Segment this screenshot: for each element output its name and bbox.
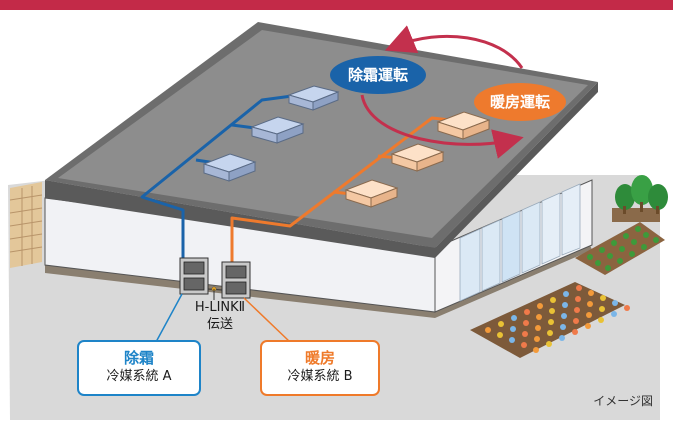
trees (612, 175, 668, 222)
flower (548, 319, 554, 325)
flower (534, 336, 540, 342)
flower (624, 305, 630, 311)
flower-bed (470, 282, 630, 358)
flower (572, 329, 578, 335)
transmission-label: H-LINKⅡ 伝送 (177, 299, 263, 333)
flower (561, 313, 567, 319)
flower (563, 291, 569, 297)
flower (497, 332, 503, 338)
flower (550, 297, 556, 303)
brick-wall (9, 182, 43, 268)
outdoor-unit-b (221, 261, 251, 299)
flower (511, 315, 517, 321)
system-b-name: 冷媒系統 B (287, 369, 353, 384)
flower (560, 324, 566, 330)
indoor-unit-orange (436, 111, 491, 140)
system-b-callout: 暖房 冷媒系統 B (260, 340, 380, 396)
flower (587, 301, 593, 307)
transmission-line (207, 286, 223, 300)
flower (574, 307, 580, 313)
roof-top (58, 30, 588, 238)
defrost-bubble (330, 56, 426, 94)
flower (559, 335, 565, 341)
callout-b-pointer (243, 297, 291, 343)
system-a-mode: 除霜 (123, 349, 154, 367)
heating-bubble (474, 83, 566, 121)
flower (600, 295, 606, 301)
defrost-bubble-label: 除霜運転 (348, 66, 408, 84)
flower (612, 300, 618, 306)
system-b-mode: 暖房 (304, 349, 335, 367)
cycle-arrow-top (384, 25, 524, 69)
flower (533, 347, 539, 353)
flower (585, 323, 591, 329)
flower (509, 337, 515, 343)
flower (576, 285, 582, 291)
flower (562, 302, 568, 308)
indoor-unit-blue (287, 85, 340, 111)
flower (549, 308, 555, 314)
flower (598, 317, 604, 323)
flower (573, 318, 579, 324)
flower (575, 296, 581, 302)
flower (546, 341, 552, 347)
callout-a-pointer (155, 293, 183, 343)
flower (498, 321, 504, 327)
system-a-name: 冷媒系統 A (106, 369, 172, 384)
heating-bubble-label: 暖房運転 (490, 93, 550, 111)
image-note: イメージ図 (593, 394, 653, 408)
flower (611, 311, 617, 317)
indoor-unit-orange (390, 143, 445, 172)
flower (547, 330, 553, 336)
flower (524, 309, 530, 315)
indoor-unit-blue (202, 153, 257, 182)
flower (586, 312, 592, 318)
flower (588, 290, 594, 296)
flower (485, 327, 491, 333)
flower (510, 326, 516, 332)
flower (535, 325, 541, 331)
outdoor-unit-a (179, 257, 209, 295)
glass-windows (459, 183, 581, 302)
indoor-unit-blue (250, 116, 305, 144)
flower (522, 331, 528, 337)
flower (523, 320, 529, 326)
header-bar (0, 0, 673, 10)
transmission-line1: H-LINKⅡ (194, 300, 246, 315)
flower (536, 314, 542, 320)
transmission-line2: 伝送 (206, 317, 233, 332)
indoor-unit-orange (344, 179, 399, 208)
flower (599, 306, 605, 312)
vegetable-bed (575, 222, 665, 275)
cycle-arrow-bottom (360, 94, 524, 159)
flower (537, 303, 543, 309)
system-a-callout: 除霜 冷媒系統 A (77, 340, 201, 396)
flower (521, 342, 527, 348)
